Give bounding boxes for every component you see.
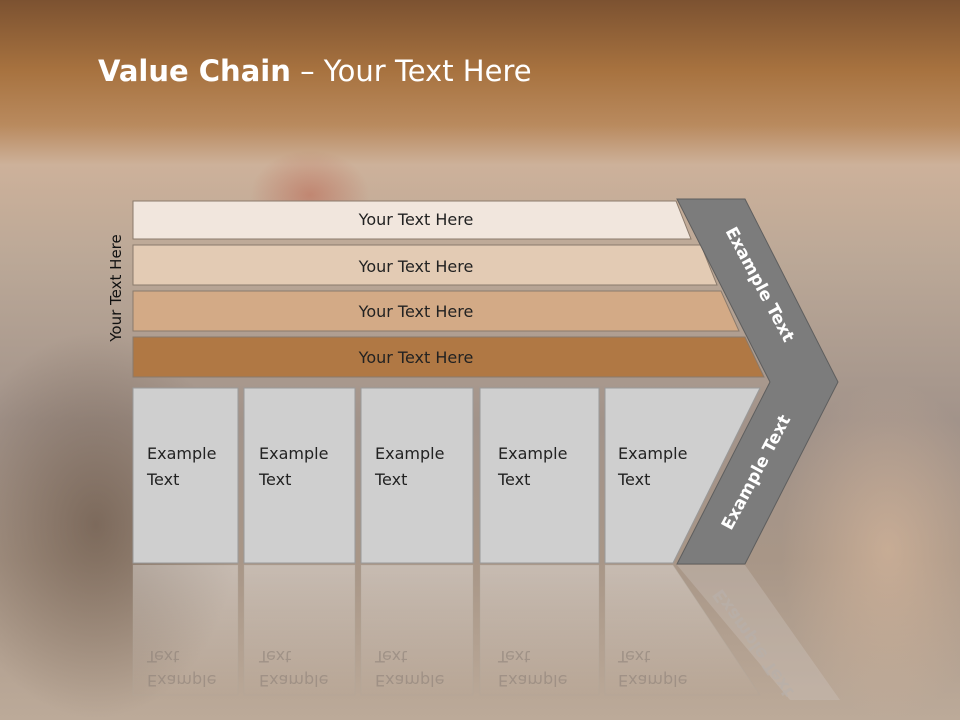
bar-2	[132, 244, 718, 286]
reflection-line1-2: Example	[259, 671, 328, 690]
chevron-shape	[676, 198, 839, 565]
bar-3	[132, 290, 740, 332]
bar-label-3: Your Text Here	[358, 302, 474, 321]
cell-4-line2: Text	[497, 470, 530, 489]
diagram-reflection: Example Text Example Text Example Text E…	[132, 564, 840, 701]
cell-1-line2: Text	[146, 470, 179, 489]
reflection-cell-4	[479, 564, 600, 696]
cell-5	[604, 387, 761, 564]
reflection-line1-1: Example	[147, 671, 216, 690]
cell-3-line2: Text	[374, 470, 407, 489]
title-rest: – Your Text Here	[290, 54, 532, 88]
reflection-cell-5	[604, 564, 761, 696]
reflection-line2-2: Text	[258, 647, 291, 666]
bars: Your Text Here Your Text Here Your Text …	[132, 200, 765, 378]
reflection-line1-3: Example	[375, 671, 444, 690]
cell-5-line1: Example	[618, 444, 687, 463]
cell-4	[479, 387, 600, 564]
reflection-line2-4: Text	[497, 647, 530, 666]
bar-4	[132, 336, 765, 378]
title-bold: Value Chain	[98, 54, 291, 88]
reflection-cell-2	[243, 564, 356, 696]
cell-4-line1: Example	[498, 444, 567, 463]
cell-5-line2: Text	[617, 470, 650, 489]
bar-label-1: Your Text Here	[358, 210, 474, 229]
reflection-chevron	[677, 565, 840, 700]
cell-3-line1: Example	[375, 444, 444, 463]
bar-label-4: Your Text Here	[358, 348, 474, 367]
cell-1	[132, 387, 239, 564]
reflection-line2-3: Text	[374, 647, 407, 666]
reflection-line2-5: Text	[617, 647, 650, 666]
reflection-cell-3	[360, 564, 474, 696]
cell-2-line1: Example	[259, 444, 328, 463]
reflection-line1-5: Example	[618, 671, 687, 690]
reflection-line2-1: Text	[146, 647, 179, 666]
reflection-cell-1	[132, 564, 239, 696]
page-title: Value Chain – Your Text Here	[98, 54, 532, 88]
cell-1-line1: Example	[147, 444, 216, 463]
cell-2	[243, 387, 356, 564]
cells: Example Text Example Text Example Text E…	[132, 387, 761, 564]
reflection-line1-4: Example	[498, 671, 567, 690]
cell-3	[360, 387, 474, 564]
bar-1	[132, 200, 692, 240]
bar-label-2: Your Text Here	[358, 257, 474, 276]
cell-2-line2: Text	[258, 470, 291, 489]
